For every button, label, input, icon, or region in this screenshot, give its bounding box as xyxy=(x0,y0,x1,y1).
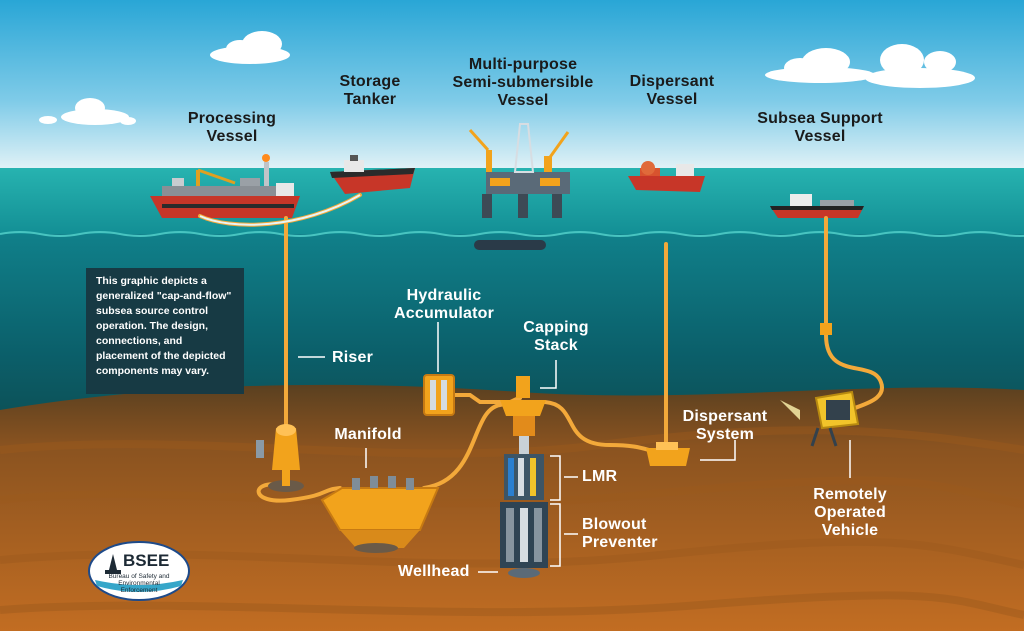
logo-subtitle-2: Environmental xyxy=(118,580,160,587)
storage-tanker xyxy=(330,155,415,194)
leader-lines xyxy=(298,322,851,573)
transfer-hose xyxy=(199,194,361,226)
capping-stack xyxy=(500,376,546,454)
sky xyxy=(0,0,1024,168)
dispersant-system xyxy=(646,442,690,466)
logo-name: BSEE xyxy=(123,551,169,570)
clouds xyxy=(39,31,975,125)
tether-clamp xyxy=(820,323,832,335)
riser-base xyxy=(256,424,304,492)
manifold xyxy=(320,476,440,553)
bsee-logo: BSEE Bureau of Safety and Environmental … xyxy=(88,541,190,601)
dispersant-vessel xyxy=(628,161,705,192)
label-riser: Riser xyxy=(332,349,374,366)
label-wellhead: Wellhead xyxy=(398,563,470,580)
processing-vessel xyxy=(150,154,300,218)
hydraulic-accumulator xyxy=(423,374,455,416)
seabed-ridges xyxy=(0,426,1024,619)
blowout-preventer-stack xyxy=(500,502,548,578)
semi-submersible-vessel xyxy=(468,123,570,250)
rov xyxy=(780,390,860,447)
description-note: This graphic depicts a generalized "cap-… xyxy=(86,268,244,394)
label-manifold: Manifold xyxy=(334,426,402,443)
label-lmr: LMR xyxy=(582,468,618,485)
logo-subtitle-1: Bureau of Safety and xyxy=(108,573,169,580)
subsea-support-vessel xyxy=(770,194,864,218)
logo-subtitle-3: Enforcement xyxy=(121,587,158,594)
lmr-stack xyxy=(504,454,544,500)
waterline xyxy=(0,231,1024,237)
